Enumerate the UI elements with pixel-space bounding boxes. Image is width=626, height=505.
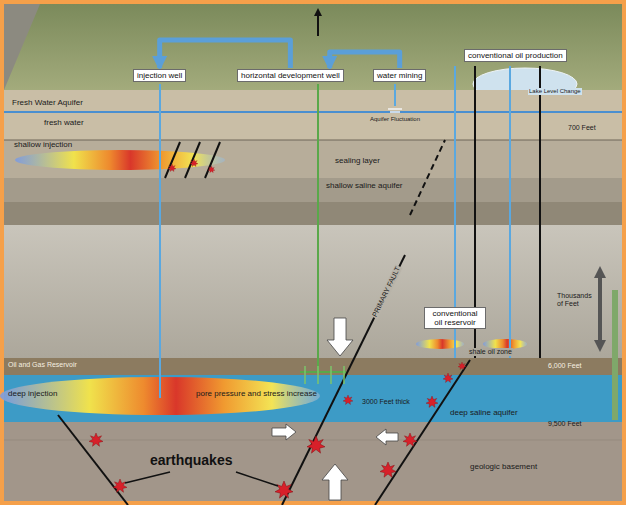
label-text: conventional oil production [468,51,563,60]
annotation-text: 3000 Feet thick [362,398,410,406]
earthquake-symbol [458,362,466,370]
annotation-text: pore pressure and stress increase [196,389,317,398]
fault-line [185,142,200,178]
earthquake-symbol [443,373,453,383]
ground-layers [4,111,622,113]
injection-plume [416,339,464,349]
annotation-text: shale oil zone [468,348,513,356]
label-box: water mining [373,69,426,82]
annotation-text: geologic basement [470,462,537,471]
earthquake-symbol [208,166,215,173]
label-text: conventional oil reservoir [428,309,482,327]
flow-arrow [330,52,400,68]
well-bore [343,366,345,384]
fault-line [410,140,445,215]
fault-line [165,142,180,178]
earthquake-symbol [307,436,325,453]
label-text: horizontal development well [241,71,340,80]
annotation-text: PRIMARY FAULT [370,265,402,320]
flow-arrow [160,40,291,68]
annotation-text: deep saline aquifer [450,408,518,417]
stress-arrow [322,464,348,500]
well-bore [598,272,602,346]
annotation-text: Oil and Gas Reservoir [8,361,77,369]
annotation-text: Fresh Water Aquifer [12,98,83,107]
ground-layers [4,90,622,140]
leader-line [236,472,278,486]
ground-layers [4,225,622,358]
well-bore [159,84,161,398]
fault-line [58,140,470,505]
earthquake-symbol [426,396,438,407]
annotation-text: sealing layer [335,156,380,165]
annotation-text: Lake Level Change [528,88,582,95]
earthquake-symbol [113,479,127,492]
stress-arrow [327,318,353,356]
annotation-text: 6,000 Feet [548,362,581,370]
annotation-text: 700 Feet [568,124,596,132]
label-box: conventional oil production [464,49,567,62]
stress-arrow [272,318,398,500]
fault-line [375,360,470,505]
well-bore [388,109,402,112]
annotation-text: shallow injection [14,140,72,149]
injection-plume [0,150,527,415]
well-bore [160,12,600,398]
stress-arrow [272,424,296,440]
well-bore [317,366,319,384]
annotation-text: 9,500 Feet [548,420,581,428]
earthquake-symbol [190,159,198,167]
label-box: injection well [133,69,186,82]
annotation-text: fresh water [44,118,84,127]
ground-layers [4,178,622,202]
stress-arrow [376,429,398,445]
fault-line [282,255,405,505]
earthquake-symbol [168,164,176,172]
ground-layers [4,422,622,501]
annotation-text: shallow saline aquifer [326,181,403,190]
annotation-text: Thousands of Feet [557,292,595,308]
ground-layers [4,140,622,178]
ground-layers [612,290,618,420]
earthquake-symbol [380,462,396,477]
injection-plume [15,150,225,170]
well-bore [317,12,319,36]
ground-layers [4,4,622,501]
earthquake-symbol [403,433,417,446]
leader-line [125,472,170,483]
ground-layers [4,358,622,375]
ground-layers [4,202,622,225]
fault-line [205,142,220,178]
label-text: water mining [377,71,422,80]
well-bore [509,66,511,358]
well-bore [539,66,541,358]
earthquake-symbol [89,159,466,498]
ground-layers [4,140,622,141]
callout-label: earthquakes [150,452,232,468]
ground-layers [4,4,622,501]
annotation-text: Aquifer Fluctuation [370,116,420,123]
well-bore [300,371,346,373]
well-bore [394,84,396,106]
earthquake-symbol [89,433,103,446]
earthquake-symbol [275,481,293,498]
label-box: horizontal development well [237,69,344,82]
label-box: conventional oil reservoir [424,307,486,329]
fault-line [58,415,128,505]
label-text: injection well [137,71,182,80]
earthquake-symbol [343,395,353,405]
annotation-text: deep injection [8,389,57,398]
well-bore [304,366,306,384]
well-bore [330,366,332,384]
well-bore [317,84,319,372]
leader-line [125,472,278,486]
